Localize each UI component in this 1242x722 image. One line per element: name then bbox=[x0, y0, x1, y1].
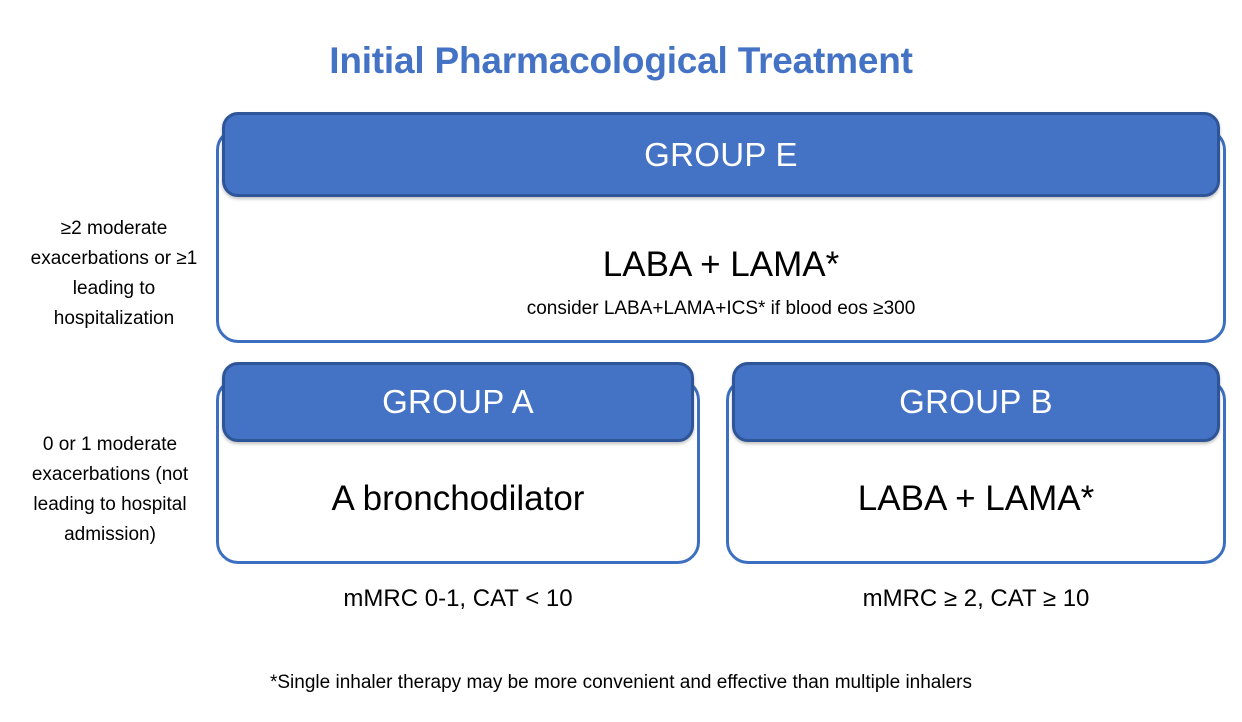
group-e-secondary-treatment: consider LABA+LAMA+ICS* if blood eos ≥30… bbox=[526, 298, 916, 319]
group-e-header: GROUP E bbox=[222, 112, 1220, 197]
group-b-header: GROUP B bbox=[732, 362, 1220, 442]
side-label-low-exacerbation-risk: 0 or 1 moderate exacerbations (not leadi… bbox=[31, 434, 189, 545]
group-b-body: LABA + LAMA* bbox=[726, 478, 1226, 520]
group-e-body: LABA + LAMA* consider LABA+LAMA+ICS* if … bbox=[216, 244, 1226, 322]
footnote: *Single inhaler therapy may be more conv… bbox=[269, 672, 972, 693]
group-a-primary-treatment: A bronchodilator bbox=[331, 479, 585, 518]
group-b-symptom-caption: mMRC ≥ 2, CAT ≥ 10 bbox=[862, 585, 1090, 612]
page-title: Initial Pharmacological Treatment bbox=[329, 40, 913, 81]
side-label-high-exacerbation-risk: ≥2 moderate exacerbations or ≥1 leading … bbox=[30, 218, 198, 329]
group-b-primary-treatment: LABA + LAMA* bbox=[857, 479, 1095, 518]
group-e-primary-treatment: LABA + LAMA* bbox=[602, 245, 840, 284]
group-a-header: GROUP A bbox=[222, 362, 694, 442]
group-a-body: A bronchodilator bbox=[216, 478, 700, 520]
group-a-symptom-caption: mMRC 0-1, CAT < 10 bbox=[343, 585, 573, 612]
